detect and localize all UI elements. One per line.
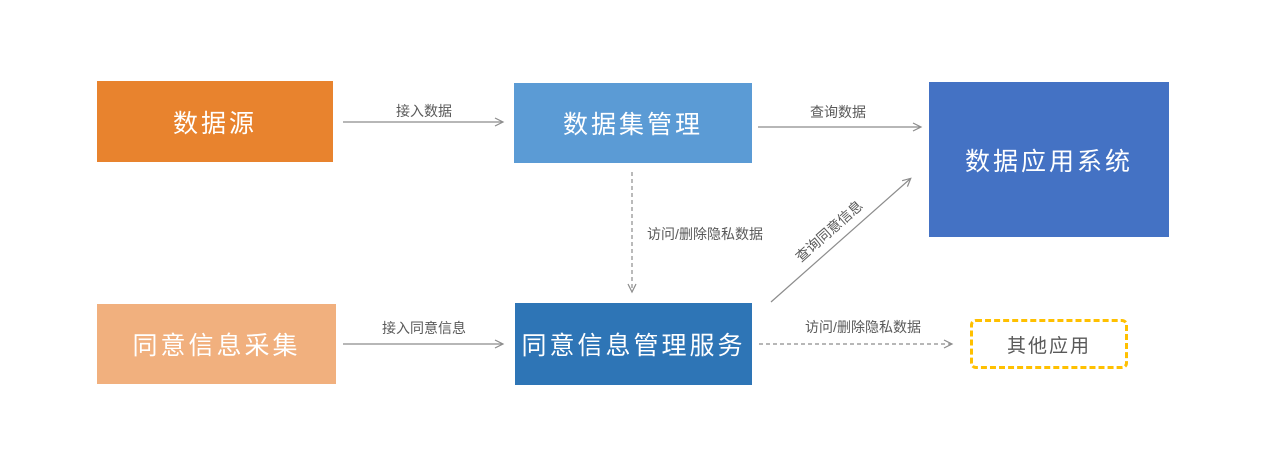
node-data-app-system: 数据应用系统 (929, 82, 1169, 237)
node-other-apps-label: 其他应用 (1006, 335, 1091, 357)
edge-label-access-delete-private-bottom: 访问/删除隐私数据 (805, 319, 921, 335)
node-consent-collection: 同意信息采集 (97, 304, 336, 384)
node-consent-collection-label: 同意信息采集 (132, 332, 301, 360)
edge-label-access-delete-private-top: 访问/删除隐私数据 (647, 226, 763, 242)
edge-label-access-consent-info: 接入同意信息 (382, 320, 466, 336)
node-dataset-management: 数据集管理 (514, 83, 752, 163)
node-other-apps: 其他应用 (970, 319, 1128, 369)
edge-query-consent-info (770, 177, 912, 303)
node-data-source-label: 数据源 (172, 109, 257, 138)
node-data-source: 数据源 (97, 81, 333, 162)
node-consent-management-service: 同意信息管理服务 (515, 303, 752, 385)
node-dataset-management-label: 数据集管理 (562, 111, 703, 139)
edge-label-access-data: 接入数据 (396, 103, 452, 119)
node-data-app-system-label: 数据应用系统 (964, 147, 1133, 176)
node-consent-management-service-label: 同意信息管理服务 (521, 332, 746, 360)
edge-label-query-data: 查询数据 (810, 104, 866, 120)
